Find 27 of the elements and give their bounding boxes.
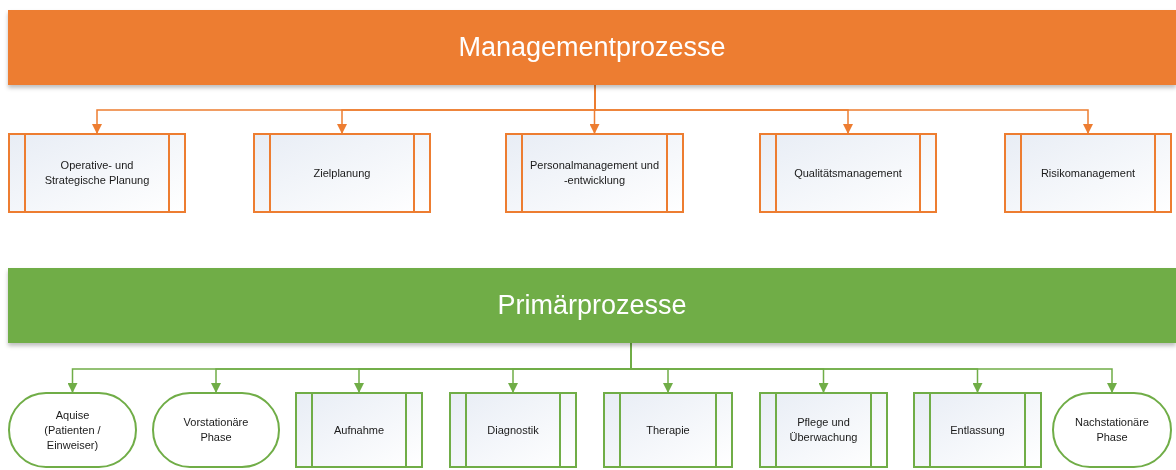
node-label: Vorstationäre Phase	[182, 415, 250, 445]
node-label: Risikomanagement	[1039, 165, 1137, 181]
node-label: Managementprozesse	[458, 31, 726, 65]
node-label: Zielplanung	[312, 165, 372, 181]
process-band	[8, 268, 1176, 343]
node-label: Operative- und Strategische Planung	[43, 158, 151, 188]
node-label: Aquise (Patienten / Einweiser)	[43, 407, 102, 453]
node-label: Therapie	[645, 422, 691, 438]
subprocess-box	[253, 133, 431, 213]
node-label: Personalmanagement und -entwicklung	[529, 158, 660, 188]
process-band	[8, 10, 1176, 85]
subprocess-box	[759, 392, 888, 468]
subprocess-box	[603, 392, 733, 468]
subprocess-box	[449, 392, 577, 468]
subprocess-box	[505, 133, 684, 213]
node-label: Entlassung	[949, 422, 1006, 438]
node-label: Pflege und Überwachung	[788, 415, 859, 445]
subprocess-box	[759, 133, 937, 213]
subprocess-box	[1004, 133, 1172, 213]
node-label: Nachstationäre Phase	[1074, 415, 1150, 445]
subprocess-box	[913, 392, 1042, 468]
node-label: Primärprozesse	[497, 289, 687, 323]
node-label: Aufnahme	[332, 422, 386, 438]
node-label: Diagnostik	[486, 422, 540, 438]
node-label: Qualitätsmanagement	[793, 165, 903, 181]
subprocess-box	[8, 133, 186, 213]
subprocess-box	[295, 392, 423, 468]
